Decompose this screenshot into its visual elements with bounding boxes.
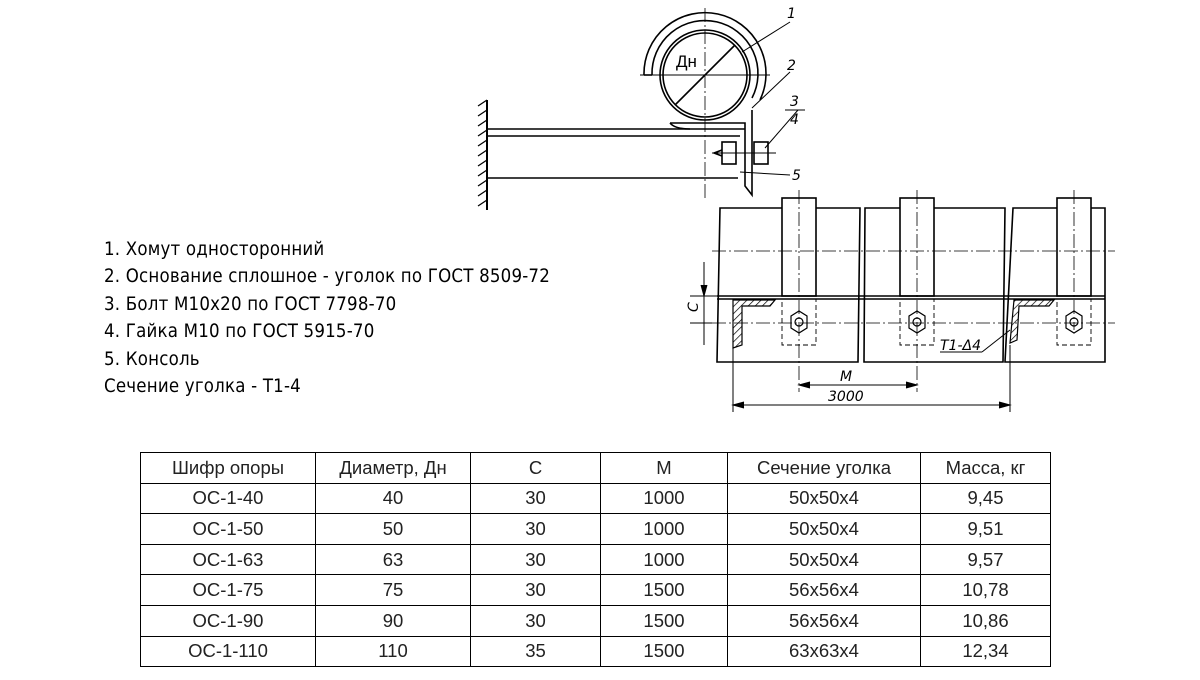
item-1-label: 1 (787, 6, 796, 22)
table-cell: 10,78 (920, 574, 1051, 606)
table-cell: 50x50x4 (727, 513, 921, 545)
table-cell: 9,51 (920, 513, 1051, 545)
table-cell: 50 (315, 513, 471, 545)
table-cell: ОС-1-63 (140, 543, 316, 576)
table-cell: 30 (470, 543, 601, 576)
table-cell: 12,34 (920, 635, 1051, 668)
table-header-cell: Сечение уголка (727, 452, 921, 484)
table-header-cell: M (600, 452, 728, 484)
table-cell: 9,57 (920, 543, 1051, 576)
table-cell: ОС-1-40 (140, 482, 316, 515)
legend-item: 4. Гайка М10 по ГОСТ 5915-70 (104, 321, 375, 343)
plan-view: C M 3000 Т1-Δ4 (686, 190, 1115, 412)
table-cell: 63 (315, 543, 471, 576)
dim-total-label: 3000 (828, 389, 864, 405)
table-cell: 75 (315, 574, 471, 606)
dim-m-label: M (840, 369, 852, 385)
section-label: Т1-Δ4 (940, 338, 981, 354)
table-cell: 50x50x4 (727, 482, 921, 515)
table-cell: 110 (315, 635, 471, 668)
table-header-cell: Масса, кг (920, 452, 1051, 484)
table-cell: 40 (315, 482, 471, 515)
table-cell: 30 (470, 574, 601, 606)
table-cell: 1000 (600, 482, 728, 515)
item-2-label: 2 (787, 58, 796, 74)
table-cell: 9,45 (920, 482, 1051, 515)
table-header-cell: C (470, 452, 601, 484)
legend-item: 2. Основание сплошное - уголок по ГОСТ 8… (104, 266, 551, 288)
legend-item: Сечение уголка - Т1-4 (104, 376, 301, 398)
table-cell: 30 (470, 482, 601, 515)
table-cell: 90 (315, 604, 471, 637)
table-cell: 1500 (600, 635, 728, 668)
table-cell: 1500 (600, 574, 728, 606)
legend-item: 5. Консоль (104, 348, 200, 370)
table-cell: 1000 (600, 543, 728, 576)
table-cell: ОС-1-50 (140, 513, 316, 545)
table-cell: ОС-1-90 (140, 604, 316, 637)
table-cell: ОС-1-110 (140, 635, 316, 668)
table-cell: 56x56x4 (727, 604, 921, 637)
technical-drawing: Дн 1 2 3 4 5 (477, 6, 1115, 412)
table-cell: 56x56x4 (727, 574, 921, 606)
table-cell: 35 (470, 635, 601, 668)
table-cell: 1500 (600, 604, 728, 637)
item-3-label: 3 (790, 94, 799, 110)
table-cell: 30 (470, 513, 601, 545)
table-cell: 30 (470, 604, 601, 637)
item-5-label: 5 (792, 168, 801, 184)
diameter-label: Дн (676, 52, 697, 71)
table-header-cell: Диаметр, Дн (315, 452, 471, 484)
table-cell: 50x50x4 (727, 543, 921, 576)
side-view: Дн 1 2 3 4 5 (477, 6, 805, 210)
legend-item: 1. Хомут односторонний (104, 239, 325, 260)
item-4-label: 4 (790, 112, 799, 128)
table-cell: 1000 (600, 513, 728, 545)
table-cell: 10,86 (920, 604, 1051, 637)
parts-legend: 1. Хомут односторонний 2. Основание спло… (104, 236, 550, 400)
table-cell: 63x63x4 (727, 635, 921, 668)
table-header-cell: Шифр опоры (140, 452, 316, 484)
table-cell: ОС-1-75 (140, 574, 316, 606)
dim-c-label: C (686, 302, 702, 312)
legend-item: 3. Болт М10х20 по ГОСТ 7798-70 (104, 293, 397, 315)
